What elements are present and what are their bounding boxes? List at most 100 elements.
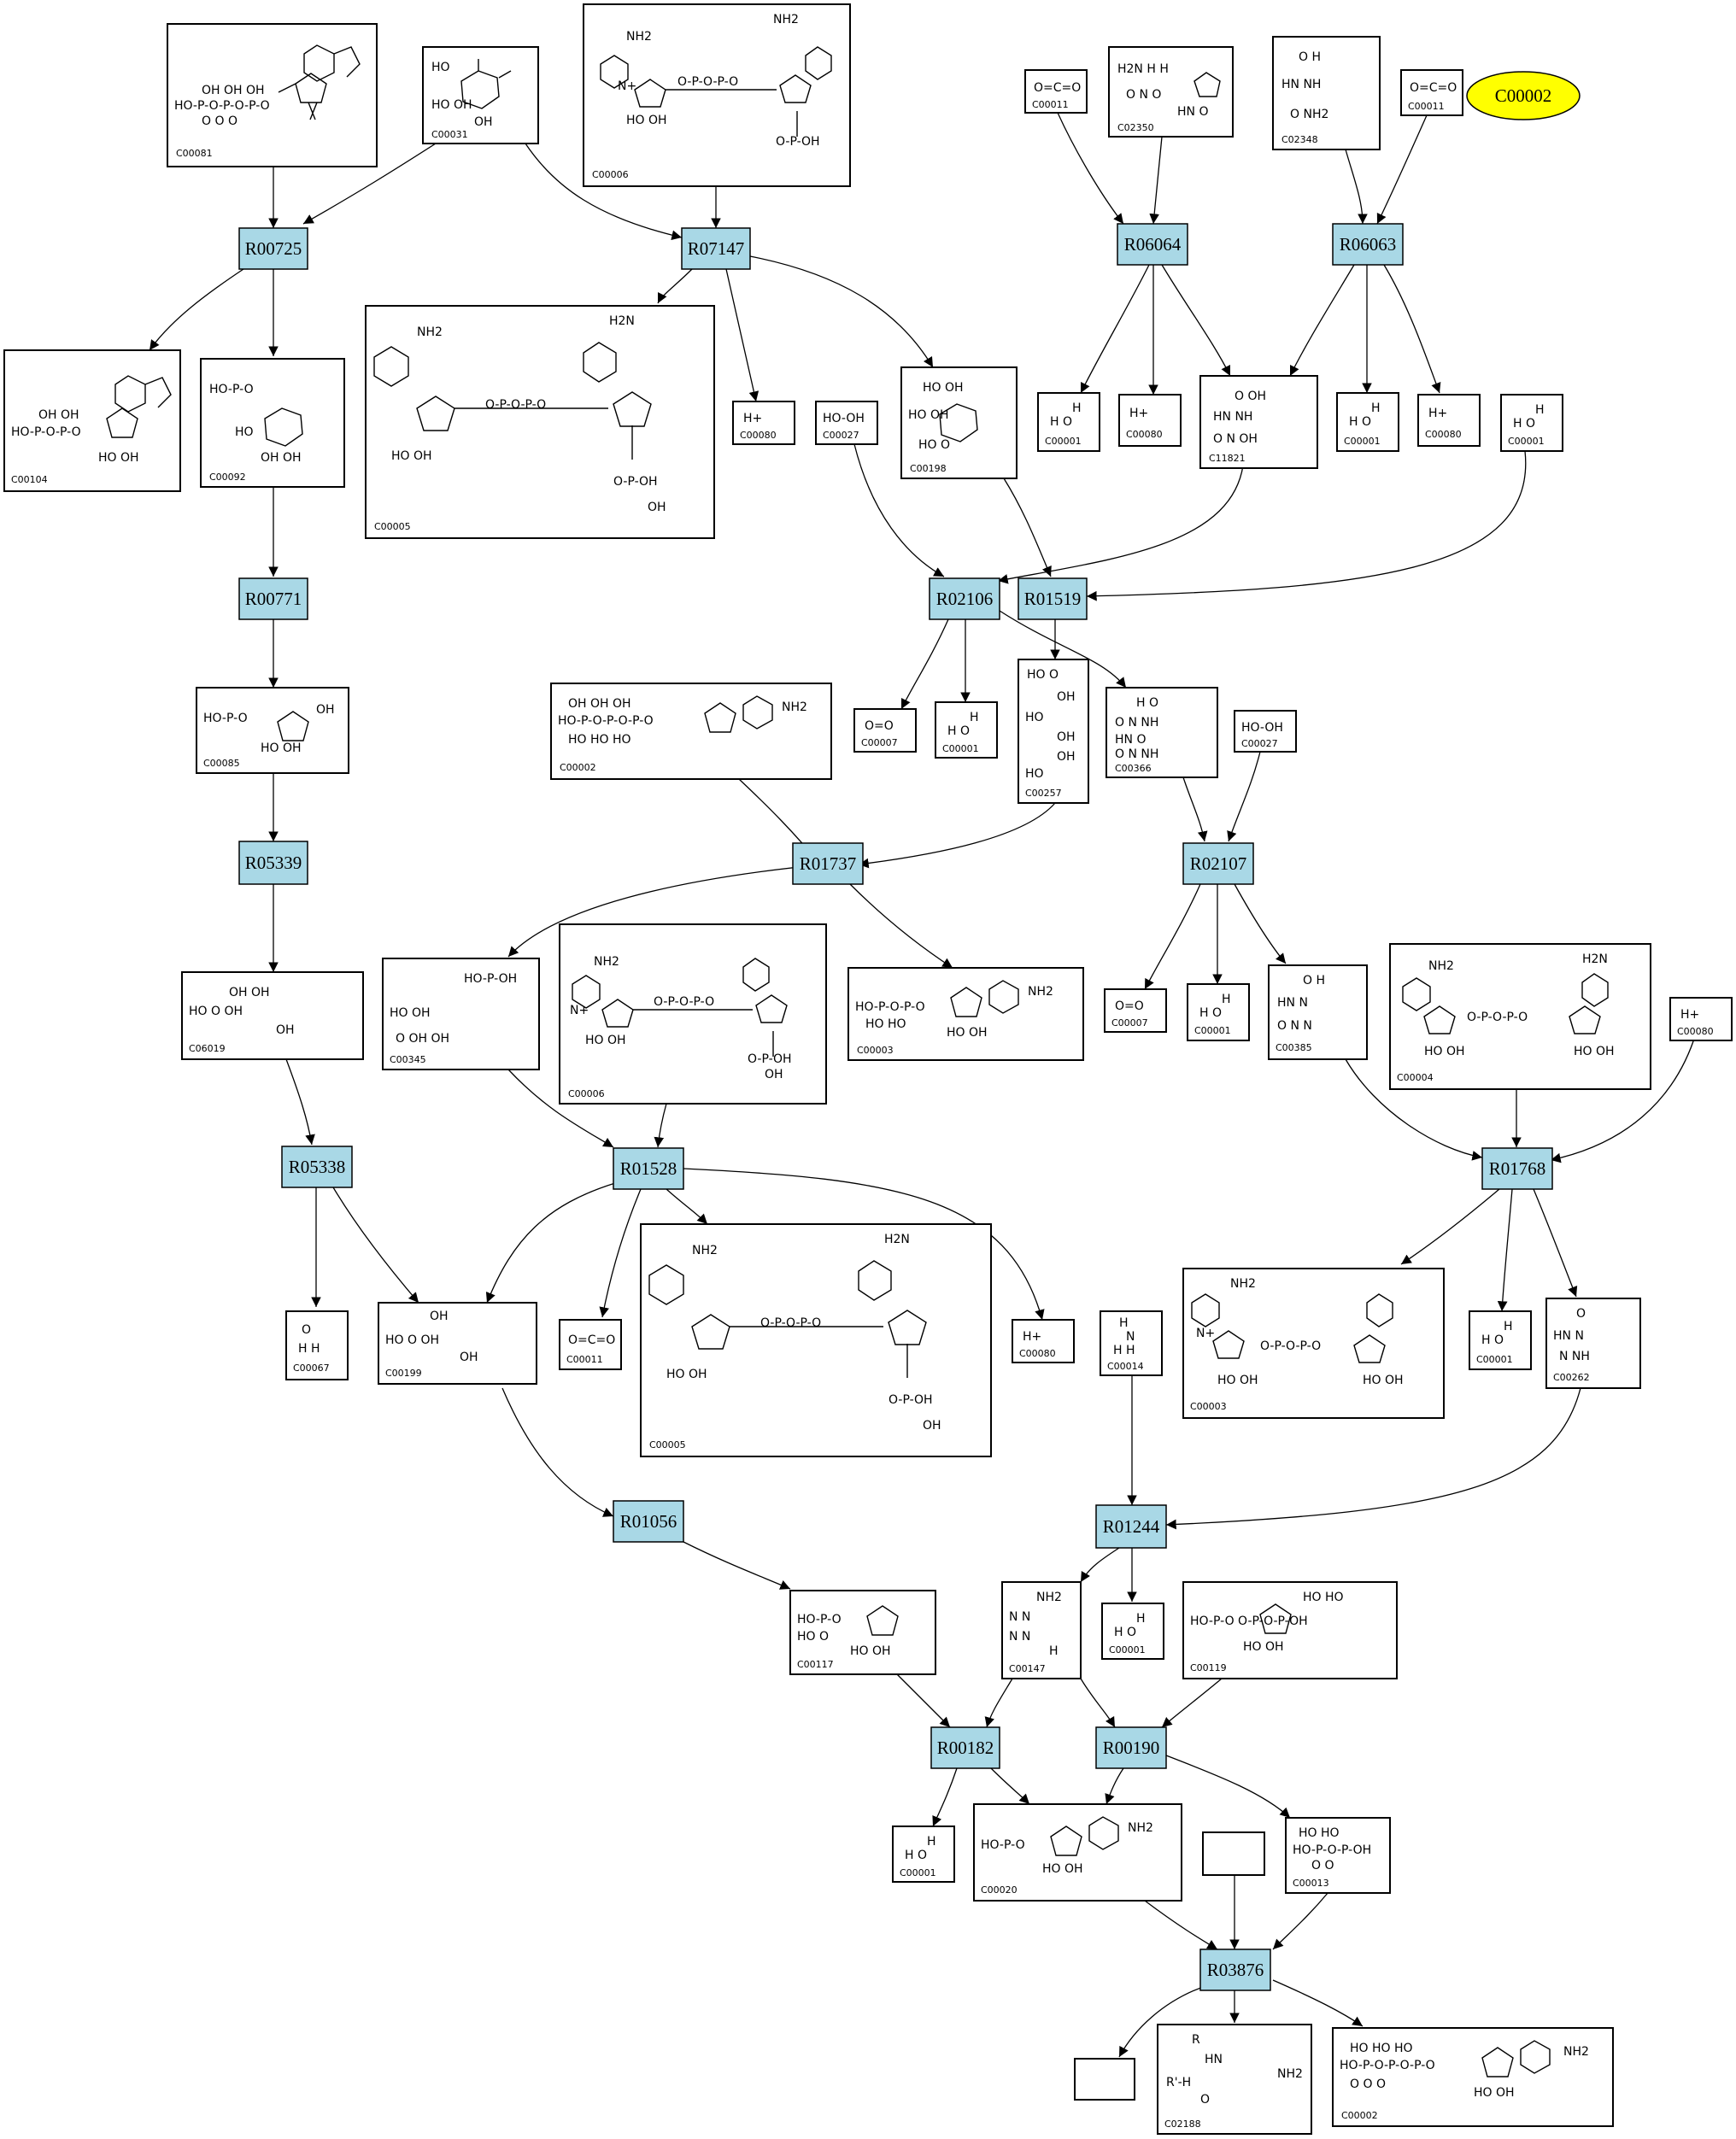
edge-r05338-c00199: [332, 1187, 419, 1304]
compound-blank-top[interactable]: [1202, 1831, 1265, 1876]
reaction-r01056[interactable]: R01056: [613, 1500, 684, 1543]
compound-c00001-b[interactable]: H H O C00001: [1336, 392, 1399, 452]
molecule-text: O-P-O-P-O: [677, 75, 738, 89]
compound-c00262[interactable]: O HN N N NH C00262: [1545, 1298, 1641, 1389]
reaction-r01519[interactable]: R01519: [1018, 577, 1088, 620]
reaction-r01244[interactable]: R01244: [1095, 1504, 1167, 1549]
compound-c00027-b[interactable]: HO-OH C00027: [1234, 710, 1297, 753]
edge-c00257-r01737: [858, 802, 1056, 869]
compound-c00011-c[interactable]: O=C=O C00011: [559, 1319, 622, 1370]
compound-c00020[interactable]: NH2 HO-P-O HO OH C00020: [973, 1803, 1182, 1902]
molecule-text: HO O: [797, 1630, 829, 1644]
molecule-text: OH: [923, 1419, 941, 1433]
compound-c00011-b[interactable]: O=C=O C00011: [1400, 69, 1463, 116]
compound-c00004[interactable]: NH2 H2N O-P-O-P-O HO OH HO OH C00004: [1389, 943, 1651, 1090]
compound-c00081[interactable]: OH OH OH HO-P-O-P-O-P-O O O O C00081: [167, 23, 378, 167]
compound-c00257[interactable]: HO O OH HO OH OH HO C00257: [1018, 659, 1089, 804]
compound-c00005-mid[interactable]: NH2 H2N O-P-O-P-O HO OH O-P-OH OH C00005: [640, 1223, 992, 1457]
reaction-r01737[interactable]: R01737: [792, 842, 864, 885]
molecule-text: H O: [947, 724, 970, 738]
compound-c00006-top[interactable]: NH2 N+ HO OH O-P-O-P-O NH2 O-P-OH C00006: [583, 3, 851, 187]
compound-c00067[interactable]: O H H C00067: [285, 1310, 349, 1380]
reaction-r06064[interactable]: R06064: [1117, 223, 1188, 266]
molecule-text: HO O OH: [189, 1005, 243, 1018]
compound-c00198[interactable]: HO OH HO OH HO O C00198: [900, 366, 1018, 479]
compound-c02348[interactable]: O H HN NH O NH2 C02348: [1272, 36, 1381, 150]
compound-c00005-top[interactable]: NH2 H2N O-P-O-P-O HO OH O-P-OH OH C00005: [365, 305, 715, 539]
reaction-r00190[interactable]: R00190: [1095, 1726, 1167, 1769]
molecule-text: HO-P-O-P-OH: [1293, 1843, 1371, 1857]
compound-c00002-highlight[interactable]: C00002: [1466, 71, 1581, 120]
reaction-r02106[interactable]: R02106: [929, 577, 1000, 620]
compound-c00147[interactable]: NH2 N N N N H C00147: [1001, 1581, 1082, 1679]
reaction-r01768[interactable]: R01768: [1481, 1147, 1553, 1190]
reaction-label: R01056: [620, 1511, 677, 1532]
reaction-label: R01519: [1024, 589, 1082, 609]
reaction-r00725[interactable]: R00725: [238, 227, 308, 270]
reaction-r00182[interactable]: R00182: [930, 1726, 1000, 1769]
compound-c00092[interactable]: HO-P-O HO OH OH C00092: [200, 358, 345, 488]
compound-c00001-h[interactable]: H H O C00001: [892, 1825, 955, 1883]
molecule-text: O-P-O-P-O: [1260, 1339, 1321, 1353]
compound-c00345[interactable]: HO-P-OH HO OH O OH OH C00345: [382, 958, 540, 1070]
molecule-text: HO-P-O: [797, 1613, 842, 1626]
compound-c00080-a[interactable]: H+ C00080: [732, 401, 795, 445]
compound-c00117[interactable]: HO-P-O HO O HO OH C00117: [789, 1590, 936, 1675]
molecule-text: OH: [1057, 750, 1076, 764]
compound-c00001-c[interactable]: H H O C00001: [1500, 394, 1563, 452]
molecule-text: H: [1504, 1320, 1513, 1333]
compound-c00001-e[interactable]: H H O C00001: [1187, 983, 1250, 1041]
reaction-r00771[interactable]: R00771: [238, 577, 308, 620]
molecule-text: O=O: [865, 719, 894, 733]
molecule-text: O N NH: [1115, 716, 1158, 730]
compound-c00027-a[interactable]: HO-OH C00027: [815, 401, 878, 445]
compound-c00006-mid[interactable]: NH2 N+ O-P-O-P-O HO OH O-P-OH OH C00006: [559, 923, 827, 1105]
compound-blank-bottom[interactable]: [1074, 2058, 1135, 2101]
compound-c00003-mid[interactable]: NH2 HO-P-O-P-O HO HO HO OH C00003: [847, 967, 1084, 1061]
compound-id: C00001: [1508, 436, 1545, 447]
compound-c00003-right[interactable]: NH2 N+ O-P-O-P-O HO OH HO OH C00003: [1182, 1268, 1445, 1419]
compound-c00014[interactable]: H N H H C00014: [1100, 1310, 1163, 1376]
compound-c11821[interactable]: O OH HN NH O N OH C11821: [1199, 375, 1318, 469]
compound-c00366[interactable]: H O O N NH HN O O N NH C00366: [1106, 687, 1218, 778]
compound-c00002-mid[interactable]: OH OH OH HO-P-O-P-O-P-O HO HO HO NH2 C00…: [550, 683, 832, 780]
compound-c00001-g[interactable]: H H O C00001: [1101, 1603, 1164, 1660]
reaction-r07147[interactable]: R07147: [681, 227, 751, 270]
compound-c00001-a[interactable]: H H O C00001: [1037, 392, 1100, 452]
compound-c00080-e[interactable]: H+ C00080: [1012, 1319, 1075, 1363]
reaction-r02107[interactable]: R02107: [1182, 842, 1254, 885]
reaction-label: R01737: [800, 853, 857, 874]
edge-c00006mid-r01528: [654, 1103, 667, 1148]
compound-c06019[interactable]: OH OH HO O OH OH C06019: [181, 971, 364, 1060]
edge-c00001d-r01519: [1086, 450, 1527, 601]
compound-c00002-bottom[interactable]: HO HO HO HO-P-O-P-O-P-O O O O NH2 HO OH …: [1332, 2027, 1614, 2127]
compound-c00013[interactable]: HO HO HO-P-O-P-OH O O C00013: [1285, 1817, 1391, 1894]
compound-c00119[interactable]: HO HO HO-P-O O-P-O-P-OH HO OH C00119: [1182, 1581, 1398, 1679]
compound-id: C00080: [740, 430, 777, 441]
reaction-r01528[interactable]: R01528: [613, 1147, 684, 1190]
compound-c00199[interactable]: OH HO O OH OH C00199: [378, 1302, 537, 1385]
compound-c00007-b[interactable]: O=O C00007: [1104, 988, 1167, 1033]
molecule-text: OH: [1057, 730, 1076, 744]
compound-c02350[interactable]: H2N H H O N O HN O C02350: [1108, 46, 1234, 138]
compound-c00080-d[interactable]: H+ C00080: [1669, 997, 1733, 1041]
reaction-r03876[interactable]: R03876: [1199, 1949, 1271, 1991]
molecule-text: O: [302, 1323, 311, 1337]
compound-c00011-a[interactable]: O=C=O C00011: [1024, 69, 1088, 114]
molecule-text: HO-P-O-P-O-P-O: [174, 99, 270, 113]
compound-c00080-b[interactable]: H+ C00080: [1118, 394, 1182, 447]
compound-c00001-f[interactable]: H H O C00001: [1469, 1310, 1532, 1370]
reaction-r06063[interactable]: R06063: [1332, 223, 1404, 266]
compound-c00001-d[interactable]: H H O C00001: [935, 701, 998, 759]
compound-c00104[interactable]: OH OH HO-P-O-P-O HO OH C00104: [3, 349, 181, 492]
compound-c00031[interactable]: HO HO OH OH C00031: [422, 46, 539, 144]
molecule-text: O: [1200, 2093, 1210, 2107]
reaction-r05339[interactable]: R05339: [238, 841, 308, 885]
compound-c00385[interactable]: O H HN N O N N C00385: [1268, 964, 1368, 1060]
reaction-r05338[interactable]: R05338: [281, 1146, 353, 1188]
compound-c00007-a[interactable]: O=O C00007: [853, 708, 917, 753]
molecule-text: N N: [1009, 1610, 1030, 1624]
compound-c02188[interactable]: R HN R'-H NH2 O C02188: [1157, 2024, 1312, 2135]
compound-c00085[interactable]: HO-P-O OH HO OH C00085: [196, 687, 349, 774]
compound-c00080-c[interactable]: H+ C00080: [1417, 394, 1481, 447]
